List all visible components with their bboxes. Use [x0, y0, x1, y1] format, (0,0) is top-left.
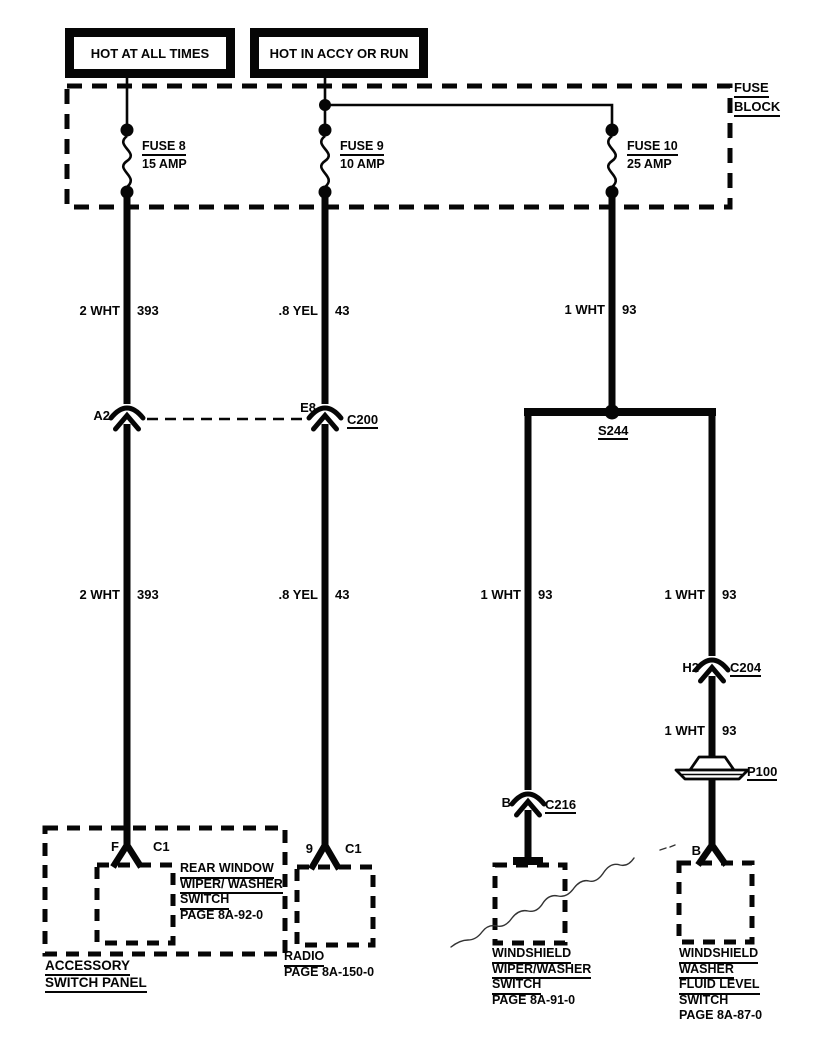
power-wires	[110, 192, 729, 871]
rear-window-switch-line2: WIPER/ WASHER	[180, 877, 283, 894]
washer-fluid-switch-line2: WASHER	[679, 962, 734, 979]
wire-93-below-c204-circuit: 93	[722, 723, 737, 738]
wire-93-left-branch-circuit: 93	[538, 587, 553, 602]
radio-outline	[294, 864, 376, 948]
fuse9-symbol	[320, 134, 330, 188]
fuse8-rating: 15 AMP	[142, 157, 187, 171]
wiper-washer-switch-line1: WINDSHIELD	[492, 946, 572, 964]
connector-c200-symbol	[306, 404, 344, 432]
rear-window-switch-outline	[94, 862, 176, 946]
radio-line1: RADIO	[284, 949, 325, 967]
scan-crease-line	[450, 844, 676, 948]
rear-window-conn-name: C1	[153, 839, 170, 854]
wire-393-upper-gauge: 2 WHT	[79, 303, 120, 318]
washer-fluid-switch-outline	[676, 860, 755, 945]
fuse-block-outline	[64, 83, 733, 210]
fuse-block-label-line1: FUSE	[734, 79, 769, 98]
fluid-conn-pin: B	[691, 843, 701, 858]
wire-43-upper-circuit: 43	[335, 303, 350, 318]
wiper-washer-switch-line2: WIPER/WASHER	[492, 962, 592, 979]
grommet-p100-name: P100	[747, 764, 778, 781]
wiper-switch-terminal-bar	[513, 857, 543, 865]
wire-93-left-branch-gauge: 1 WHT	[480, 587, 521, 602]
connector-a2-pin: A2	[93, 408, 110, 423]
accessory-panel-line2: SWITCH PANEL	[45, 974, 147, 993]
wiper-washer-switch-line3: SWITCH	[492, 977, 542, 995]
power-source-hot-at-all-times: HOT AT ALL TIMES	[65, 28, 235, 78]
connector-c216-pin: B	[501, 795, 511, 810]
accessory-switch-panel-outline	[42, 825, 288, 957]
connector-c200-name: C200	[347, 412, 379, 429]
fuse8-label: FUSE 8 15 AMP	[142, 138, 187, 172]
radio-label: RADIO PAGE 8A-150-0	[284, 949, 374, 980]
radio-page: PAGE 8A-150-0	[284, 964, 375, 979]
washer-fluid-switch-line1: WINDSHIELD	[679, 946, 759, 964]
fuse10-symbol	[607, 134, 617, 188]
connector-c216-symbol	[509, 790, 547, 818]
washer-fluid-switch-line4: SWITCH	[679, 992, 729, 1007]
washer-fluid-switch-line3: FLUID LEVEL	[679, 977, 760, 995]
wire-93-upper-gauge: 1 WHT	[564, 302, 605, 317]
rear-window-switch-page: PAGE 8A-92-0	[180, 907, 264, 922]
rear-window-conn-pin: F	[111, 839, 119, 854]
fuse10-label: FUSE 10 25 AMP	[627, 138, 678, 172]
fuse-block-label-line2: BLOCK	[734, 98, 781, 117]
connector-c204-symbol	[693, 656, 731, 684]
fuse9-label: FUSE 9 10 AMP	[340, 138, 385, 172]
wire-43-lower-circuit: 43	[335, 587, 350, 602]
radio-conn-pin: 9	[305, 841, 313, 856]
wiper-washer-switch-label: WINDSHIELD WIPER/WASHER SWITCH PAGE 8A-9…	[492, 946, 592, 1008]
wiper-washer-switch-page: PAGE 8A-91-0	[492, 992, 576, 1007]
accessory-switch-panel-label: ACCESSORY SWITCH PANEL	[45, 957, 147, 993]
wire-93-upper-circuit: 93	[622, 302, 637, 317]
splice-s244-name: S244	[598, 423, 629, 440]
fuse8-symbol	[122, 134, 132, 188]
accessory-panel-line1: ACCESSORY	[45, 957, 131, 976]
wire-43-upper-gauge: .8 YEL	[278, 303, 318, 318]
fuse-block-label: FUSE BLOCK	[734, 79, 781, 117]
power-source-hot-in-accy-or-run: HOT IN ACCY OR RUN	[250, 28, 428, 78]
wire-393-lower-gauge: 2 WHT	[79, 587, 120, 602]
connector-a2-symbol	[108, 404, 146, 432]
wire-93-below-c204-gauge: 1 WHT	[664, 723, 705, 738]
fuse8-name: FUSE 8	[142, 138, 186, 156]
rear-window-switch-line3: SWITCH	[180, 892, 230, 910]
connector-c204-pin: H2	[682, 660, 699, 675]
grommet-p100-symbol	[674, 755, 750, 781]
wire-93-right-branch-circuit: 93	[722, 587, 737, 602]
radio-conn-name: C1	[345, 841, 362, 856]
fuse9-rating: 10 AMP	[340, 157, 385, 171]
connector-c204-name: C204	[730, 660, 762, 677]
rear-window-switch-label: REAR WINDOW WIPER/ WASHER SWITCH PAGE 8A…	[180, 861, 283, 923]
fuse10-rating: 25 AMP	[627, 157, 672, 171]
connector-c200-pin: E8	[300, 400, 316, 415]
connector-c216-name: C216	[545, 797, 577, 814]
wire-393-lower-circuit: 393	[137, 587, 159, 602]
power-source-label: HOT IN ACCY OR RUN	[259, 37, 419, 69]
wire-93-right-branch-gauge: 1 WHT	[664, 587, 705, 602]
washer-fluid-switch-page: PAGE 8A-87-0	[679, 1008, 763, 1022]
wire-393-upper-circuit: 393	[137, 303, 159, 318]
rear-window-switch-line1: REAR WINDOW	[180, 861, 274, 879]
wire-43-lower-gauge: .8 YEL	[278, 587, 318, 602]
wiper-washer-switch-outline	[492, 862, 568, 946]
washer-fluid-switch-label: WINDSHIELD WASHER FLUID LEVEL SWITCH PAG…	[679, 946, 762, 1024]
power-source-label: HOT AT ALL TIMES	[74, 37, 226, 69]
splice-s244-dot	[604, 404, 620, 420]
fuse10-name: FUSE 10	[627, 138, 678, 156]
fuse9-name: FUSE 9	[340, 138, 384, 156]
